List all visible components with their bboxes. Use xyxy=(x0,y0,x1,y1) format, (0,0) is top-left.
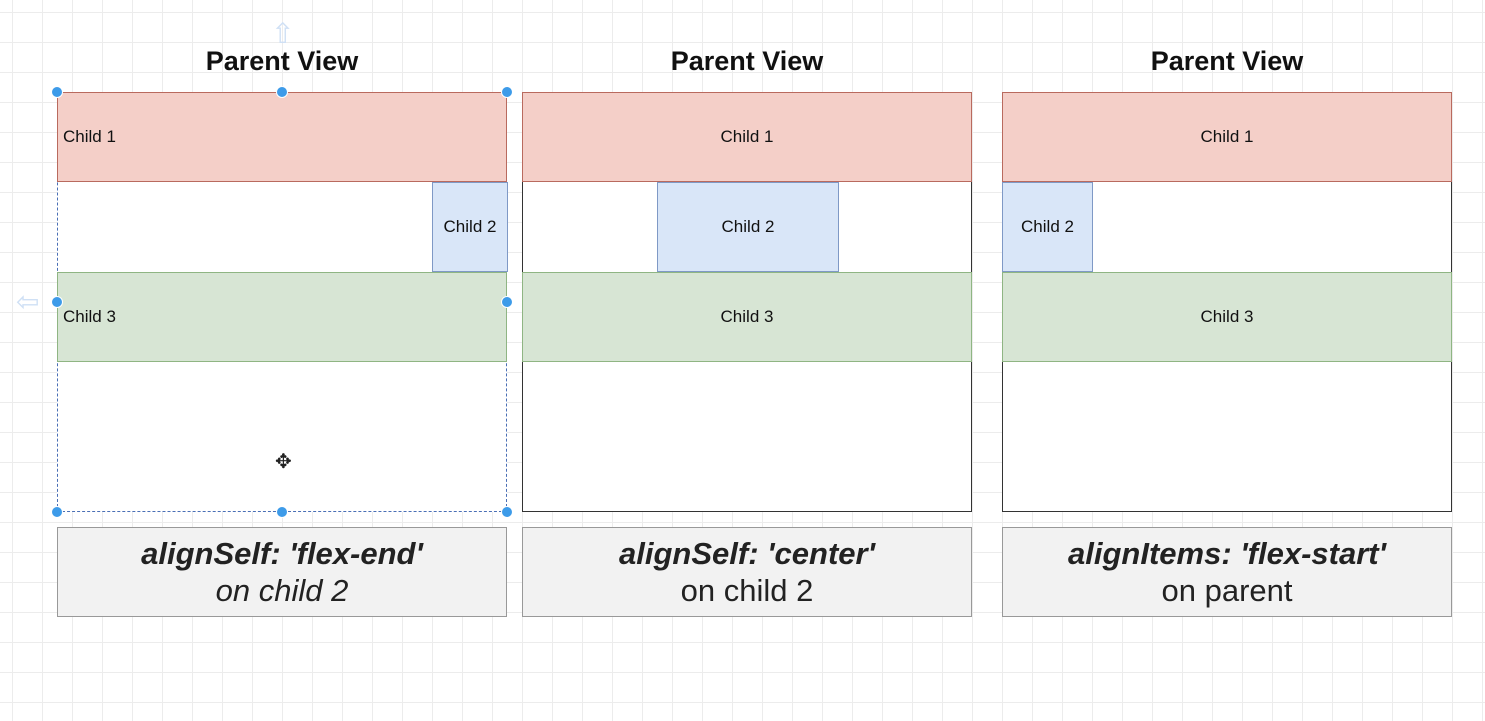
arrow-left-hint-icon[interactable]: ⇦ xyxy=(16,286,40,317)
panel-2-child-1[interactable]: Child 1 xyxy=(522,92,972,182)
panel-1-child-3[interactable]: Child 3 xyxy=(57,272,507,362)
panel-3-caption-target: on parent xyxy=(1161,573,1293,608)
resize-handle-bottom-left[interactable] xyxy=(51,506,63,518)
panel-3-title: Parent View xyxy=(1150,46,1304,76)
resize-handle-top-left[interactable] xyxy=(51,86,63,98)
panel-3-caption: alignItems: 'flex-start' on parent xyxy=(1002,527,1452,617)
panel-2-child-3[interactable]: Child 3 xyxy=(522,272,972,362)
panel-1-parent-view[interactable]: Child 1 Child 2 Child 3 xyxy=(57,92,508,512)
panel-2-caption-code: alignSelf: 'center' xyxy=(619,536,875,571)
panel-1-child-1[interactable]: Child 1 xyxy=(57,92,507,182)
resize-handle-top-right[interactable] xyxy=(501,86,513,98)
panel-1-child-2[interactable]: Child 2 xyxy=(432,182,508,272)
resize-handle-left[interactable] xyxy=(51,296,63,308)
panel-2-title: Parent View xyxy=(670,46,824,76)
panel-2-child-2[interactable]: Child 2 xyxy=(657,182,839,272)
resize-handle-right[interactable] xyxy=(501,296,513,308)
arrow-up-hint-icon[interactable]: ⇧ xyxy=(271,18,295,49)
resize-handle-bottom-right[interactable] xyxy=(501,506,513,518)
panel-1-caption-target: on child 2 xyxy=(215,573,349,608)
panel-3-parent-view[interactable]: Child 1 Child 2 Child 3 xyxy=(1002,92,1452,512)
panel-2-parent-view[interactable]: Child 1 Child 2 Child 3 xyxy=(522,92,972,512)
panel-3-child-3[interactable]: Child 3 xyxy=(1002,272,1452,362)
panel-2-caption: alignSelf: 'center' on child 2 xyxy=(522,527,972,617)
panel-1-caption: alignSelf: 'flex-end' on child 2 xyxy=(57,527,507,617)
panel-2-caption-target: on child 2 xyxy=(680,573,814,608)
resize-handle-bottom[interactable] xyxy=(276,506,288,518)
panel-1-title: Parent View xyxy=(205,46,359,76)
resize-handle-top[interactable] xyxy=(276,86,288,98)
panel-3-caption-code: alignItems: 'flex-start' xyxy=(1068,536,1386,571)
move-cursor-icon: ✥ xyxy=(275,451,292,473)
panel-3-child-2[interactable]: Child 2 xyxy=(1002,182,1093,272)
panel-1-caption-code: alignSelf: 'flex-end' xyxy=(141,536,423,571)
panel-3-child-1[interactable]: Child 1 xyxy=(1002,92,1452,182)
